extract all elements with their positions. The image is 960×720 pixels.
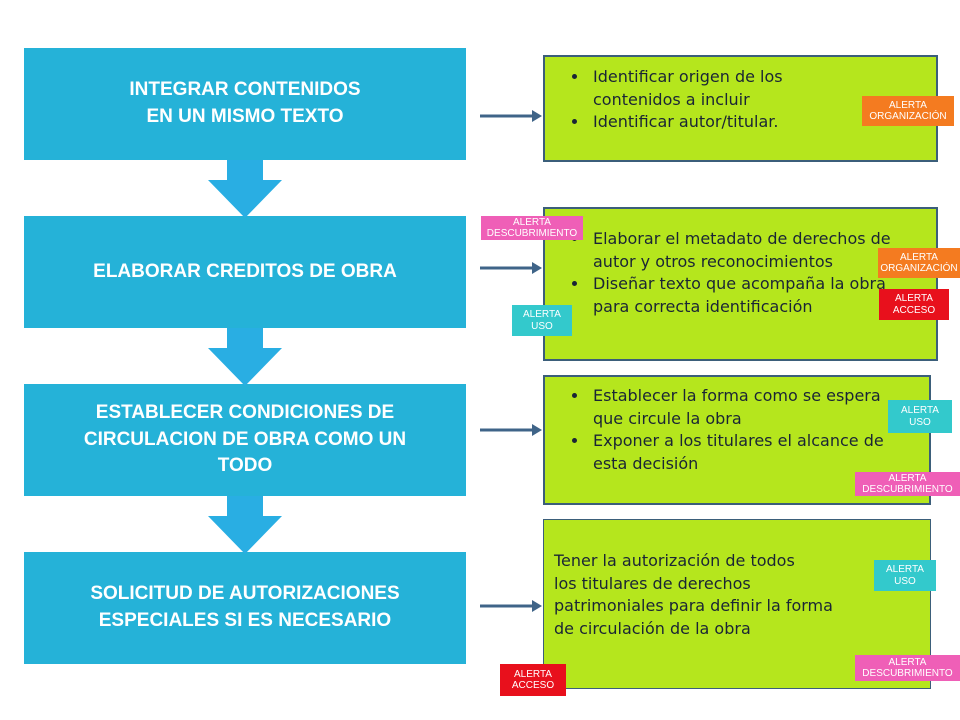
step-establecer-condiciones: ESTABLECER CONDICIONES DE CIRCULACION DE… xyxy=(24,384,466,496)
down-arrow-icon xyxy=(208,160,282,218)
right-arrow-icon xyxy=(480,110,542,122)
alert-uso-badge: ALERTA USO xyxy=(512,305,572,336)
detail-item: Identificar origen de los contenidos a i… xyxy=(589,66,853,111)
alert-uso-badge: ALERTA USO xyxy=(874,560,936,591)
detail-text: Tener la autorización de todos los titul… xyxy=(554,551,833,639)
right-arrow-icon xyxy=(480,424,542,436)
alert-organizacion-badge: ALERTA ORGANIZACIÓN xyxy=(862,96,954,126)
detail-item: Establecer la forma como se espera que c… xyxy=(589,385,883,430)
detail-list: Establecer la forma como se espera que c… xyxy=(545,385,929,476)
right-arrow-icon xyxy=(480,262,542,274)
step-elaborar-creditos: ELABORAR CREDITOS DE OBRA xyxy=(24,216,466,328)
alert-descubrimiento-badge: ALERTA DESCUBRIMIENTO xyxy=(481,216,583,240)
alert-acceso-badge: ALERTA ACCESO xyxy=(879,289,949,320)
alert-descubrimiento-badge: ALERTA DESCUBRIMIENTO xyxy=(855,472,960,496)
alert-descubrimiento-badge: ALERTA DESCUBRIMIENTO xyxy=(855,655,960,681)
down-arrow-icon xyxy=(208,328,282,386)
detail-item: Identificar autor/titular. xyxy=(589,111,936,134)
right-arrow-icon xyxy=(480,600,542,612)
detail-box-creditos: Elaborar el metadato de derechos de auto… xyxy=(543,207,938,361)
detail-item: Exponer a los titulares el alcance de es… xyxy=(589,430,893,475)
alert-acceso-badge: ALERTA ACCESO xyxy=(500,664,566,696)
alert-organizacion-badge: ALERTA ORGANIZACIÓN xyxy=(878,248,960,278)
step-label: ESTABLECER CONDICIONES DE CIRCULACION DE… xyxy=(83,402,407,477)
detail-list: Identificar origen de los contenidos a i… xyxy=(545,66,936,134)
step-label: INTEGRAR CONTENIDOS EN UN MISMO TEXTO xyxy=(129,79,361,127)
down-arrow-icon xyxy=(208,496,282,554)
alert-uso-badge: ALERTA USO xyxy=(888,400,952,433)
step-solicitud-autorizaciones: SOLICITUD DE AUTORIZACIONES ESPECIALES S… xyxy=(24,552,466,664)
detail-item: Diseñar texto que acompaña la obra para … xyxy=(589,273,919,318)
step-integrar-contenidos: INTEGRAR CONTENIDOS EN UN MISMO TEXTO xyxy=(24,48,466,160)
detail-list: Elaborar el metadato de derechos de auto… xyxy=(545,228,936,319)
step-label: ELABORAR CREDITOS DE OBRA xyxy=(93,260,397,282)
detail-item: Elaborar el metadato de derechos de auto… xyxy=(589,228,929,273)
step-label: SOLICITUD DE AUTORIZACIONES ESPECIALES S… xyxy=(90,583,400,631)
detail-box-autorizaciones: Tener la autorización de todos los titul… xyxy=(543,519,931,689)
